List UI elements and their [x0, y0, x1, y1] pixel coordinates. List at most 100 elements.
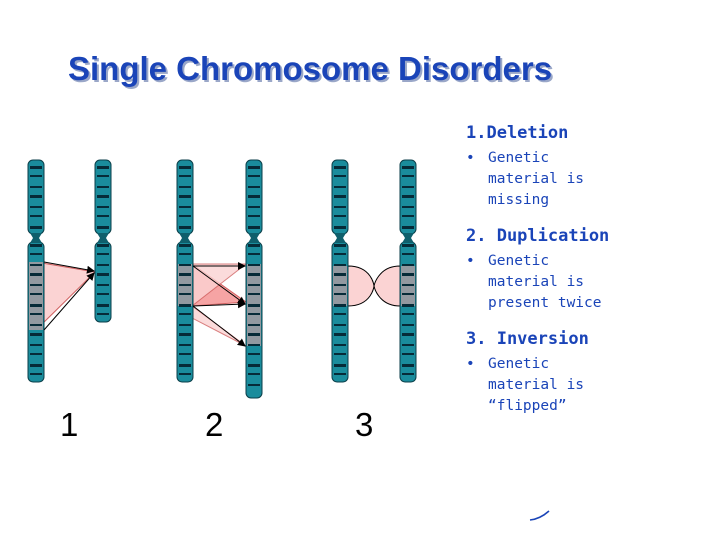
chromosome-band	[30, 333, 42, 336]
chromosome-band	[248, 195, 260, 198]
description-line: material is	[488, 171, 585, 187]
chromosome-band	[334, 344, 346, 346]
disorder-list: 1.Deletion • Genetic material is missing…	[466, 122, 716, 427]
chromosome-band	[179, 313, 191, 315]
deletion-highlight	[35, 261, 97, 332]
centromere	[402, 233, 414, 243]
chromosome-band	[334, 244, 346, 247]
chromosome-band	[334, 293, 346, 295]
chromosome-band	[402, 313, 414, 315]
chromosome-band	[334, 324, 346, 326]
chromosome-band	[97, 226, 109, 229]
chromosome-band	[97, 293, 109, 295]
duplication-description: Genetic material is present twice	[488, 251, 716, 314]
chromosome-band	[402, 226, 414, 229]
chromosome-band	[30, 195, 42, 198]
chromosome-band	[402, 344, 414, 346]
chromosome-band	[402, 324, 414, 326]
centromere	[248, 233, 260, 243]
chromosome-band	[334, 186, 346, 188]
chromosome-band	[30, 313, 42, 315]
chromosome-band	[334, 284, 346, 286]
chromosome-band	[248, 293, 260, 295]
description-line: Genetic	[488, 150, 550, 166]
chromosome-band	[402, 206, 414, 208]
deletion-bullet: • Genetic material is missing	[466, 148, 716, 211]
chromosome-band	[248, 324, 260, 326]
chromosome-band	[30, 364, 42, 367]
deletion-description: Genetic material is missing	[488, 148, 716, 211]
chromosome-band	[248, 186, 260, 188]
chromosome-band	[30, 353, 42, 355]
description-line: Genetic	[488, 356, 550, 372]
chromosome-band	[334, 273, 346, 276]
chromosome-band	[248, 353, 260, 355]
inversion-heading: 3. Inversion	[466, 329, 589, 349]
chromosome-band	[334, 175, 346, 177]
chromosome-band	[402, 333, 414, 336]
chromosome-band	[248, 304, 260, 307]
chromosome-band	[402, 175, 414, 177]
chromosome-band	[248, 226, 260, 229]
duplication-heading: 2. Duplication	[466, 226, 610, 246]
chromosome-band	[334, 253, 346, 255]
chromosome-band	[402, 244, 414, 247]
chromosome-band	[179, 166, 191, 169]
chromosome-band	[179, 244, 191, 247]
chromosome-band	[334, 206, 346, 208]
centromere	[97, 233, 109, 243]
chromosome-band	[179, 324, 191, 326]
chromosome-band	[334, 195, 346, 198]
bullet-dot: •	[466, 356, 475, 372]
inversion-bullet: • Genetic material is “flipped”	[466, 354, 716, 417]
chromosome-band	[30, 215, 42, 217]
chromosome-band	[30, 373, 42, 375]
bullet-dot: •	[466, 150, 475, 166]
chromosome-band	[97, 215, 109, 217]
affected-segment	[29, 262, 43, 330]
slide-title: Single Chromosome Disorders	[68, 50, 553, 87]
chromosome-band	[402, 284, 414, 286]
chromosome-band	[402, 264, 414, 266]
chromosome-band	[30, 206, 42, 208]
chromosome-band	[179, 284, 191, 286]
description-line: present twice	[488, 295, 602, 311]
chromosome-band	[97, 273, 109, 276]
chromosome-band	[30, 304, 42, 307]
chromosome-band	[248, 273, 260, 276]
chromosome-band	[402, 186, 414, 188]
chromosome-band	[334, 313, 346, 315]
chromosome-normal-2	[176, 159, 194, 383]
disorder-deletion: 1.Deletion • Genetic material is missing	[466, 122, 716, 211]
chromosome-band	[179, 253, 191, 255]
chromosome-band	[179, 215, 191, 217]
chromosome-band	[179, 304, 191, 307]
chromosome-band	[30, 244, 42, 247]
chromosome-band	[402, 364, 414, 367]
chromosome-band	[97, 244, 109, 247]
chromosome-band	[179, 364, 191, 367]
chromosome-band	[30, 293, 42, 295]
centromere	[334, 233, 346, 243]
description-line: “flipped”	[488, 398, 567, 414]
bullet-dot: •	[466, 253, 475, 269]
chromosome-band	[179, 353, 191, 355]
chromosome-band	[248, 175, 260, 177]
chromosome-inverted-3	[399, 159, 417, 383]
chromosome-deleted-1	[94, 159, 112, 323]
chromosome-band	[334, 264, 346, 266]
chromosome-band	[30, 226, 42, 229]
panel-number-deletion: 1	[60, 406, 79, 443]
chromosome-normal-3	[331, 159, 349, 383]
chromosome-arm	[176, 241, 194, 383]
chromosome-band	[30, 324, 42, 326]
chromosome-band	[97, 166, 109, 169]
disorder-duplication: 2. Duplication • Genetic material is pre…	[466, 225, 716, 314]
chromosome-band	[402, 215, 414, 217]
chromosome-band	[248, 333, 260, 336]
chromosome-band	[402, 273, 414, 276]
duplication-bullet: • Genetic material is present twice	[466, 251, 716, 314]
pen-stroke-mark	[529, 510, 550, 521]
chromosome-band	[334, 333, 346, 336]
